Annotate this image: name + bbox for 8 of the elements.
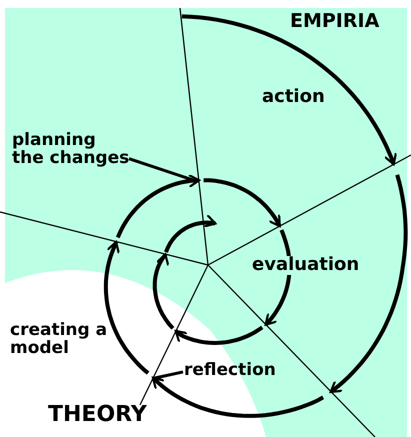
step-label: reflection bbox=[184, 362, 276, 380]
step-label: action bbox=[262, 88, 325, 107]
step-label: creating a model bbox=[10, 322, 108, 358]
leader-line bbox=[128, 157, 196, 182]
step-label: planning the changes bbox=[12, 132, 130, 168]
region-title: EMPIRIA bbox=[290, 12, 380, 32]
region-title: THEORY bbox=[48, 403, 147, 426]
leader-line bbox=[154, 370, 184, 380]
